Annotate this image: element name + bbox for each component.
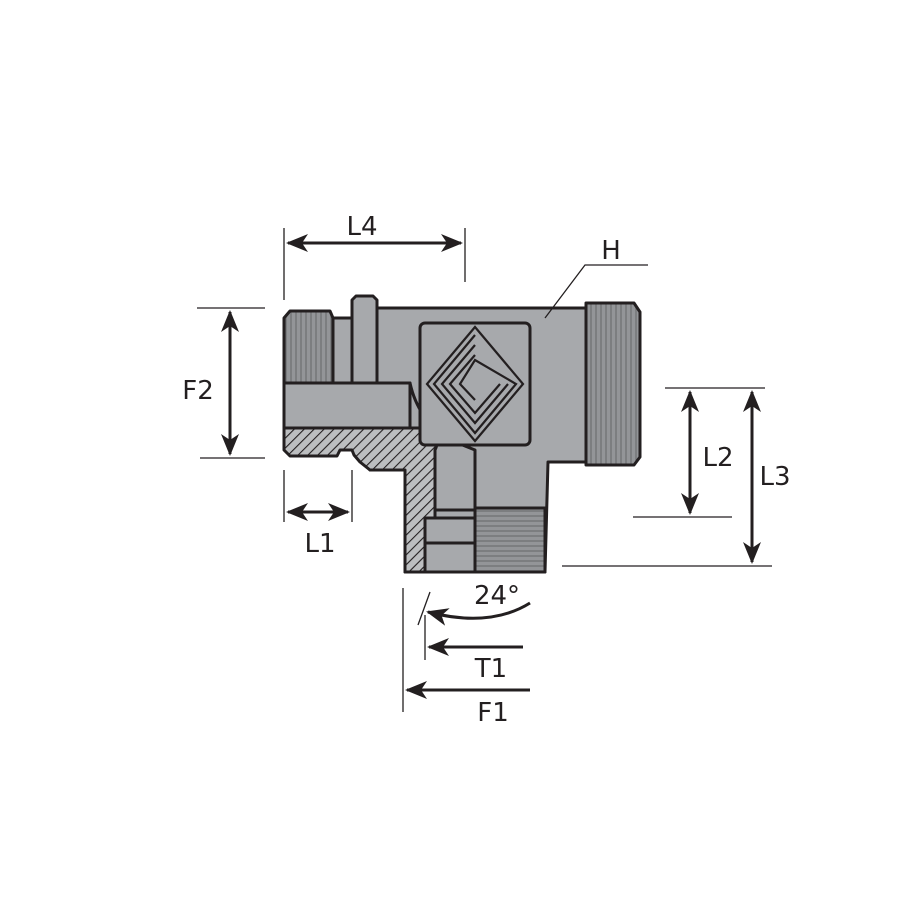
label-L3: L3 — [759, 462, 790, 492]
label-L4: L4 — [346, 212, 377, 242]
label-H: H — [601, 236, 621, 266]
dimension-F1: F1 — [402, 588, 530, 728]
dimension-L3: L3 — [562, 390, 791, 567]
dimension-T1: T1 — [424, 615, 523, 684]
label-angle: 24° — [474, 581, 520, 611]
dimension-angle: 24° — [417, 581, 531, 626]
horizontal-bore — [282, 381, 412, 430]
dimension-H: H — [544, 236, 648, 319]
label-L1: L1 — [304, 529, 335, 559]
label-T1: T1 — [474, 654, 507, 684]
lower-bore — [423, 516, 477, 545]
brand-logo-icon — [425, 325, 525, 443]
logo-plate — [418, 321, 532, 447]
left-thread — [282, 309, 335, 385]
dimension-F2: F2 — [182, 307, 265, 459]
right-nut — [584, 301, 642, 467]
fitting-body — [282, 294, 642, 574]
left-groove — [331, 316, 354, 385]
dimension-L4: L4 — [283, 212, 466, 300]
label-F2: F2 — [182, 376, 214, 406]
label-F1: F1 — [477, 698, 509, 728]
dimension-L1: L1 — [283, 470, 353, 559]
flange — [350, 294, 379, 385]
dimension-L2: L2 — [633, 387, 765, 518]
label-L2: L2 — [702, 443, 733, 473]
lower-thread — [473, 506, 547, 574]
